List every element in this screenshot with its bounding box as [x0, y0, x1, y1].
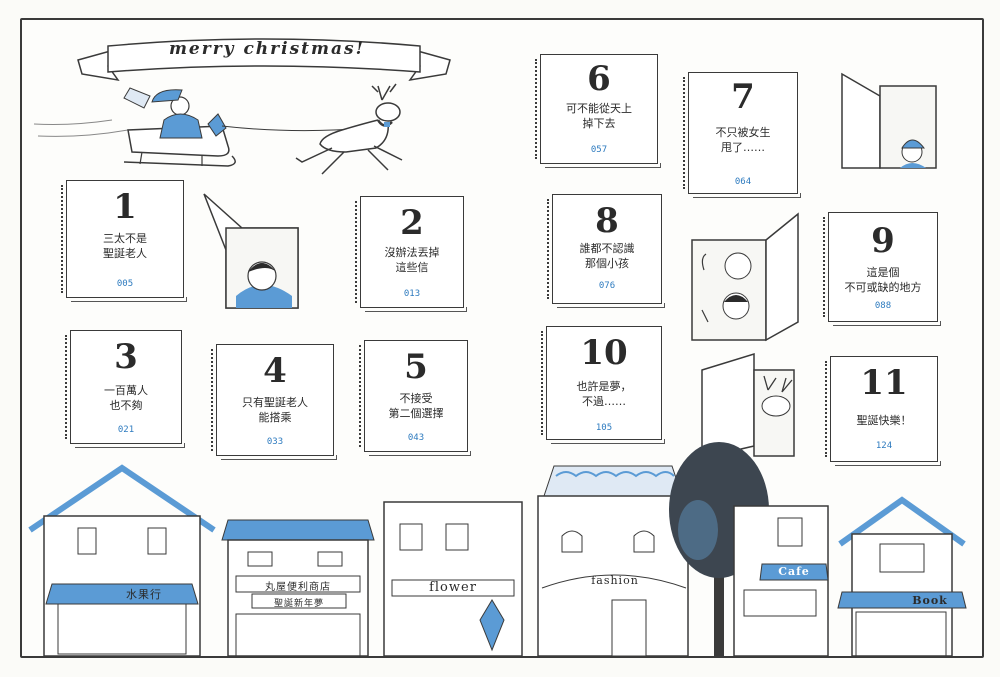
- chapter-title: 三太不是 聖誕老人: [103, 232, 147, 260]
- chapter-card-10[interactable]: 10 也許是夢， 不過…… 105: [541, 326, 665, 444]
- chapter-title: 不只被女生 甩了……: [715, 126, 771, 154]
- chapter-page: 057: [590, 145, 608, 155]
- chapter-page: 124: [875, 441, 893, 451]
- cafe-building: [733, 505, 829, 656]
- chapter-page: 064: [734, 177, 752, 187]
- chapter-card-9[interactable]: 9 這是個 不可或缺的地方 088: [823, 212, 941, 326]
- street-buildings: [28, 442, 967, 656]
- chapter-number: 4: [263, 351, 287, 391]
- chapter-page: 088: [874, 301, 892, 311]
- convenience-sign: 丸屋便利商店: [265, 582, 331, 593]
- illustration-frame: merry christmas!: [20, 18, 984, 658]
- chapter-number: 3: [114, 337, 138, 377]
- cafe-sign: Cafe: [778, 565, 810, 578]
- chapter-title: 這是個 不可或缺的地方: [844, 266, 922, 294]
- chapter-title: 一百萬人 也不夠: [104, 384, 148, 412]
- chapter-page: 076: [598, 281, 616, 291]
- chapter-number: 2: [400, 203, 424, 243]
- chapter-number: 7: [731, 77, 755, 117]
- sleigh-illustration: [33, 87, 236, 167]
- chapter-title: 誰都不認識 那個小孩: [579, 242, 635, 270]
- window-santa: [841, 72, 937, 169]
- banner-text: merry christmas!: [168, 39, 366, 59]
- chapter-number: 1: [113, 187, 137, 227]
- chapter-page: 033: [266, 437, 284, 447]
- fashion-sign: fashion: [591, 574, 639, 587]
- chapter-card-4[interactable]: 4 只有聖誕老人 能搭乘 033: [211, 344, 337, 460]
- chapter-page: 005: [116, 279, 134, 289]
- chapter-card-11[interactable]: 11 聖誕快樂！ 124: [825, 356, 941, 466]
- chapter-card-8[interactable]: 8 誰都不認識 那個小孩 076: [547, 194, 665, 308]
- convenience-building: [221, 519, 375, 656]
- chapter-title: 聖誕快樂！: [856, 414, 912, 427]
- chapter-number: 11: [860, 363, 908, 403]
- book-sign: Book: [912, 594, 948, 607]
- chapter-title: 沒辦法丟掉 這些信: [384, 246, 440, 274]
- chapter-card-5[interactable]: 5 不接受 第二個選擇 043: [359, 340, 471, 456]
- chapter-number: 6: [587, 59, 611, 99]
- flower-sign: flower: [429, 580, 477, 595]
- window-two-kids: [691, 212, 799, 342]
- fashion-building: [537, 465, 689, 656]
- chapter-card-7[interactable]: 7 不只被女生 甩了…… 064: [683, 72, 801, 198]
- chapter-title: 可不能從天上 掉下去: [566, 102, 632, 130]
- chapter-number: 10: [580, 333, 628, 373]
- window-boy: [203, 193, 299, 309]
- chapter-number: 9: [871, 221, 895, 261]
- chapter-page: 021: [117, 425, 135, 435]
- chapter-page: 105: [595, 423, 613, 433]
- chapter-number: 8: [595, 201, 619, 241]
- banner-ribbon: [77, 38, 451, 82]
- chapter-number: 5: [404, 347, 428, 387]
- chapter-card-1[interactable]: 1 三太不是 聖誕老人 005: [61, 180, 187, 302]
- chapter-title: 只有聖誕老人 能搭乘: [242, 396, 308, 424]
- bookstore-building: [837, 496, 967, 656]
- convenience-subsign: 聖誕新年夢: [273, 599, 324, 609]
- chapter-card-6[interactable]: 6 可不能從天上 掉下去 057: [535, 54, 661, 168]
- reindeer-illustration: [295, 83, 403, 175]
- chapter-card-2[interactable]: 2 沒辦法丟掉 這些信 013: [355, 196, 467, 312]
- fruit-shop-building: [28, 464, 216, 656]
- chapter-card-3[interactable]: 3 一百萬人 也不夠 021: [65, 330, 185, 448]
- chapter-page: 013: [403, 289, 421, 299]
- flower-shop-building: [383, 501, 523, 656]
- chapter-title: 也許是夢， 不過……: [576, 380, 632, 408]
- chapter-title: 不接受 第二個選擇: [388, 392, 444, 420]
- fruit-shop-sign: 水果行: [126, 588, 162, 601]
- chapter-page: 043: [407, 433, 425, 443]
- window-reindeer: [701, 352, 795, 459]
